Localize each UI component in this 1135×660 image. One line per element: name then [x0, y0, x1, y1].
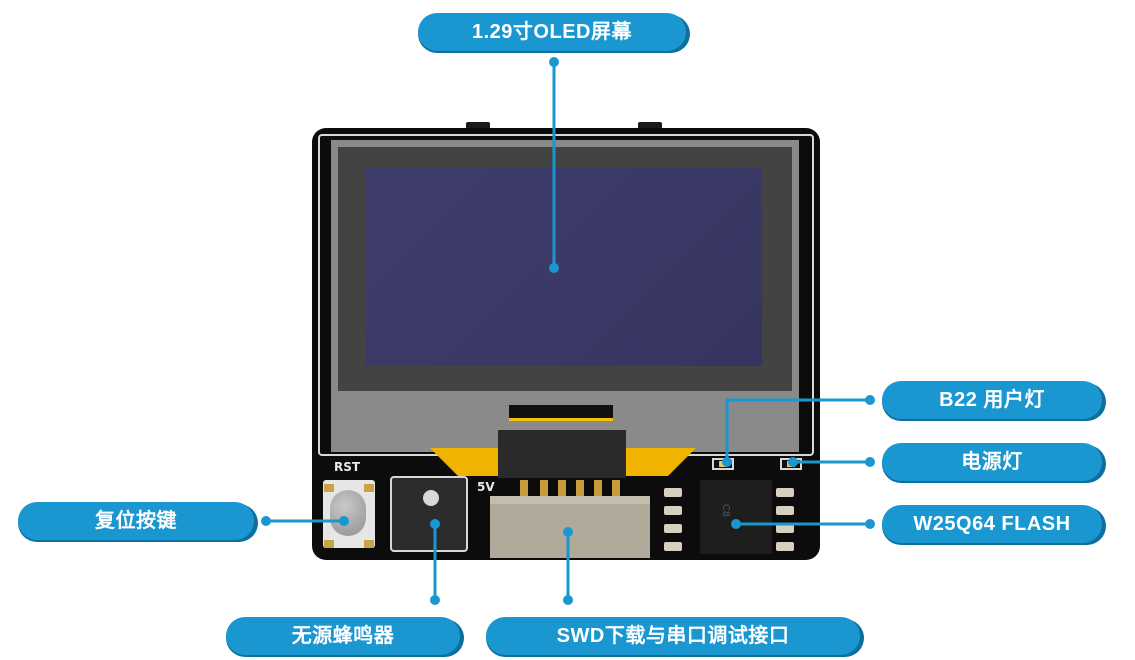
- chip-pad: [664, 488, 682, 497]
- leader-dot: [865, 519, 875, 529]
- reset-pad: [324, 540, 334, 548]
- leader-dot: [549, 263, 559, 273]
- connector-pin: [520, 480, 528, 498]
- buzzer-body: [390, 476, 468, 552]
- label-buzzer: 无源蜂鸣器: [226, 617, 460, 655]
- flash-chip: [700, 480, 772, 554]
- leader-dot: [731, 519, 741, 529]
- label-oled: 1.29寸OLED屏幕: [418, 13, 686, 51]
- reset-pad: [364, 484, 374, 492]
- connector-pin: [594, 480, 602, 498]
- leader-dot: [430, 519, 440, 529]
- chip-pad: [664, 542, 682, 551]
- chip-pad: [776, 488, 794, 497]
- leader-dot: [261, 516, 271, 526]
- label-power-led: 电源灯: [882, 443, 1102, 481]
- leader-dot: [865, 395, 875, 405]
- silk-5v: 5V: [477, 480, 495, 494]
- label-reset: 复位按键: [18, 502, 254, 540]
- connector-pin: [612, 480, 620, 498]
- leader-dot: [788, 457, 798, 467]
- chip-pad: [664, 524, 682, 533]
- buzzer-hole: [423, 490, 439, 506]
- leader-dot: [339, 516, 349, 526]
- top-notch-right: [638, 122, 662, 130]
- label-swd: SWD下载与串口调试接口: [486, 617, 860, 655]
- leader-dot: [722, 457, 732, 467]
- oled-driver-strip: [509, 405, 613, 419]
- chip-pad: [776, 524, 794, 533]
- leader-dot: [563, 527, 573, 537]
- connector-pin: [576, 480, 584, 498]
- chip-pad: [776, 542, 794, 551]
- reset-pad: [324, 484, 334, 492]
- leader-dot: [430, 595, 440, 605]
- oled-driver-gold: [509, 418, 613, 421]
- label-user-led: B22 用户灯: [882, 381, 1102, 419]
- chip-pad: [664, 506, 682, 515]
- label-flash: W25Q64 FLASH: [882, 505, 1102, 543]
- top-notch-left: [466, 122, 490, 130]
- connector-pin: [540, 480, 548, 498]
- reset-pad: [364, 540, 374, 548]
- swd-connector-top: [490, 496, 650, 504]
- leader-dot: [549, 57, 559, 67]
- silk-rst: RST: [334, 460, 361, 474]
- oled-screen: [366, 168, 762, 366]
- connector-pin: [558, 480, 566, 498]
- reset-button-knob: [330, 490, 366, 536]
- leader-dot: [865, 457, 875, 467]
- leader-user-led: [725, 398, 870, 462]
- leader-dot: [563, 595, 573, 605]
- chip-pad: [776, 506, 794, 515]
- flex-cable: [498, 430, 626, 478]
- swd-connector-body: [490, 496, 650, 558]
